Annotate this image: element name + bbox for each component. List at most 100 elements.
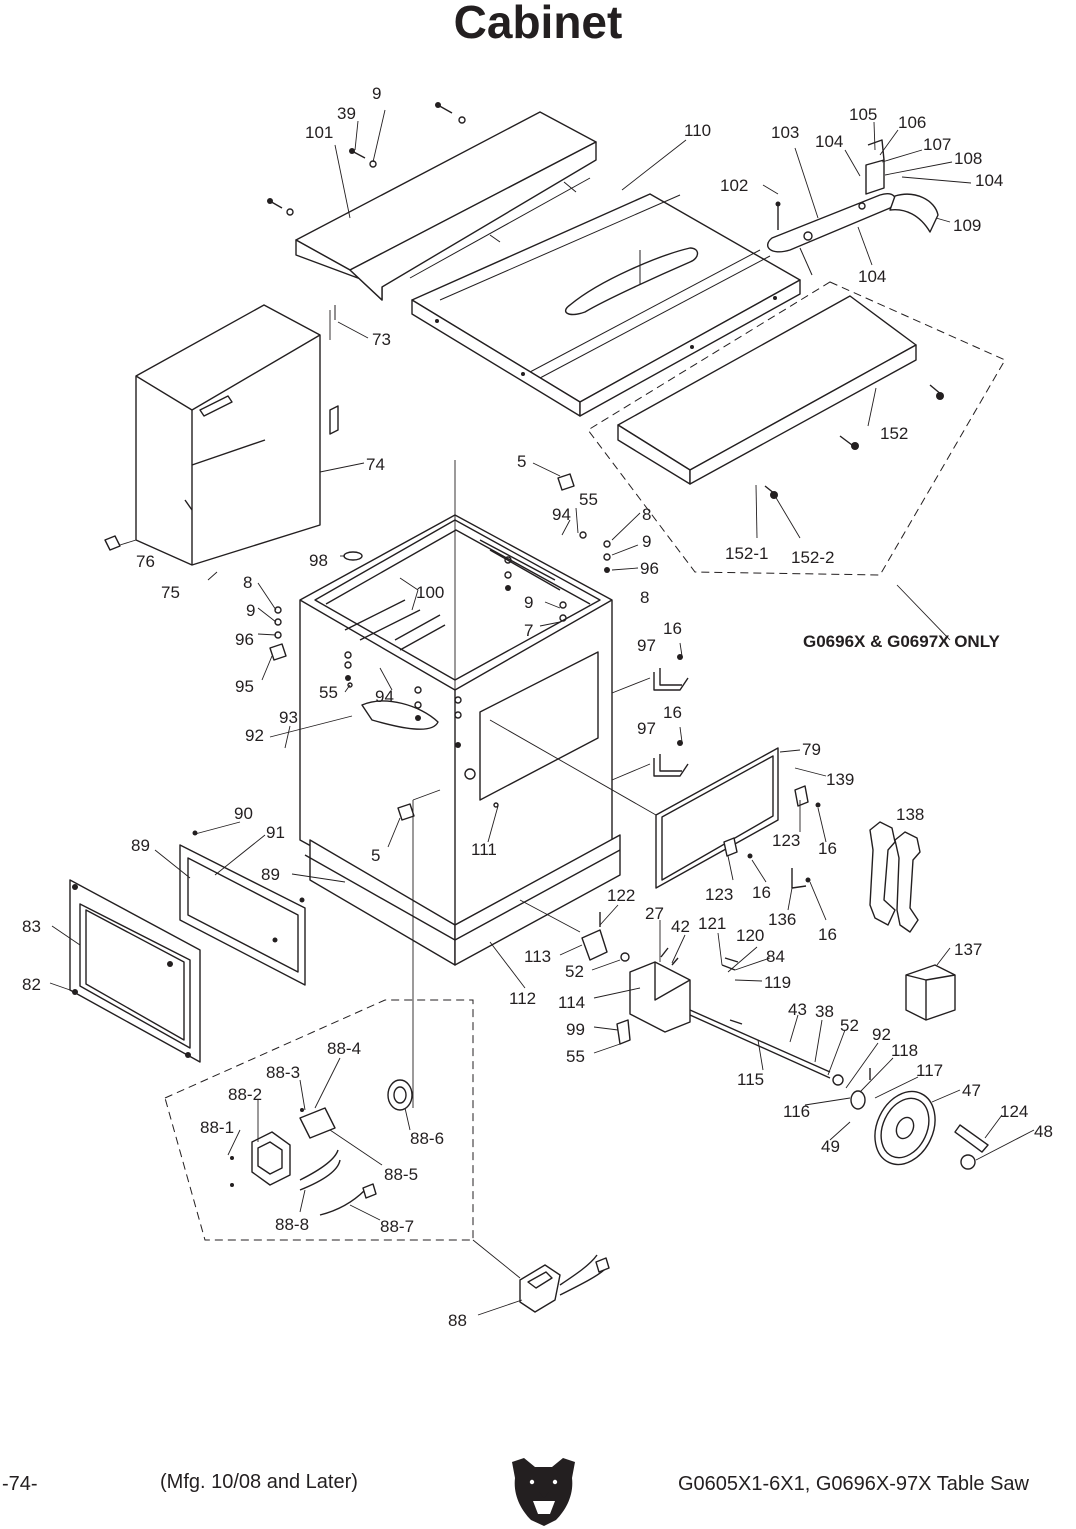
callout-76: 76 [136, 552, 155, 571]
callout-123-b: 123 [705, 885, 733, 904]
callout-105: 105 [849, 105, 877, 124]
callout-88-3: 88-3 [266, 1063, 300, 1082]
callout-97-a: 97 [637, 636, 656, 655]
extension-wing-group-outline [587, 281, 1006, 576]
callout-102: 102 [720, 176, 748, 195]
blade-guard-clip [905, 964, 956, 1021]
callout-73: 73 [372, 330, 391, 349]
callout-94-b: 94 [375, 687, 394, 706]
callout-124: 124 [1000, 1102, 1028, 1121]
callout-152-2: 152-2 [791, 548, 834, 567]
footer-mfg-date: (Mfg. 10/08 and Later) [160, 1471, 358, 1493]
callout-108: 108 [954, 149, 982, 168]
callout-5-b: 5 [371, 846, 380, 865]
callout-104-b: 104 [975, 171, 1003, 190]
callout-9: 9 [372, 84, 381, 103]
callout-94-a: 94 [552, 505, 571, 524]
callout-labels: 9 39 101 110 103 105 106 104 107 108 104… [22, 84, 1053, 1330]
callout-16-a: 16 [663, 619, 682, 638]
wing-group-leader [896, 584, 951, 641]
callout-110: 110 [684, 121, 711, 140]
callout-52-b: 52 [840, 1016, 859, 1035]
switch-group-leader [472, 1239, 521, 1279]
callout-96-a: 96 [640, 559, 659, 578]
callout-92-b: 92 [872, 1025, 891, 1044]
callout-16-d: 16 [752, 883, 771, 902]
cabinet-body [299, 514, 621, 966]
callout-42: 42 [671, 917, 690, 936]
callout-136: 136 [768, 910, 796, 929]
page-title: Cabinet [453, 0, 623, 48]
callout-97-b: 97 [637, 719, 656, 738]
callout-111: 111 [471, 840, 497, 859]
callout-117: 117 [916, 1061, 943, 1080]
hanger-brackets [611, 654, 689, 781]
main-table [411, 193, 801, 417]
callout-89-a: 89 [131, 836, 150, 855]
callout-139: 139 [826, 770, 854, 789]
callout-100: 100 [416, 583, 444, 602]
callout-138: 138 [896, 805, 924, 824]
switch-assembly-parts [230, 1079, 413, 1216]
callout-16-e: 16 [818, 925, 837, 944]
trunnion-shaft-assembly [581, 912, 866, 1110]
callout-98: 98 [309, 551, 328, 570]
callout-52-a: 52 [565, 962, 584, 981]
callout-7: 7 [524, 621, 533, 640]
callout-95: 95 [235, 677, 254, 696]
callout-115: 115 [737, 1070, 764, 1089]
callout-121: 121 [698, 914, 726, 933]
footer-model: G0605X1-6X1, G0696X-97X Table Saw [678, 1473, 1029, 1495]
bear-head-logo [512, 1458, 575, 1526]
callout-55-a: 55 [579, 490, 598, 509]
motor-cover-panel [489, 719, 821, 889]
callout-49: 49 [821, 1137, 840, 1156]
switch-assembled [519, 1254, 610, 1313]
callout-75: 75 [161, 583, 180, 602]
callout-104-a: 104 [815, 132, 843, 151]
callout-152: 152 [880, 424, 908, 443]
callout-27: 27 [645, 904, 664, 923]
callout-43: 43 [788, 1000, 807, 1019]
callout-88-6: 88-6 [410, 1129, 444, 1148]
callout-88: 88 [448, 1311, 467, 1330]
callout-88-8: 88-8 [275, 1215, 309, 1234]
left-extension-wing [295, 111, 597, 301]
callout-16-c: 16 [818, 839, 837, 858]
callout-8-a: 8 [642, 505, 651, 524]
callout-99: 99 [566, 1020, 585, 1039]
callout-122: 122 [607, 886, 635, 905]
callout-38: 38 [815, 1002, 834, 1021]
callout-116: 116 [783, 1102, 810, 1121]
callout-152-1: 152-1 [725, 544, 768, 563]
callout-83: 83 [22, 917, 41, 936]
callout-119: 119 [764, 973, 791, 992]
callout-88-2: 88-2 [228, 1085, 262, 1104]
callout-79: 79 [802, 740, 821, 759]
callout-74: 74 [366, 455, 385, 474]
callout-55-b: 55 [319, 683, 338, 702]
switch-assembly-group-outline [164, 999, 474, 1241]
callout-137: 137 [954, 940, 982, 959]
callout-89-b: 89 [261, 865, 280, 884]
right-extension-wing [617, 295, 944, 499]
callout-101: 101 [305, 123, 333, 142]
callout-88-4: 88-4 [327, 1039, 361, 1058]
leader-lines [49, 109, 1035, 1316]
callout-88-5: 88-5 [384, 1165, 418, 1184]
callout-47: 47 [962, 1081, 981, 1100]
callout-9-c: 9 [246, 601, 255, 620]
callout-88-7: 88-7 [380, 1217, 414, 1236]
callout-103: 103 [771, 123, 799, 142]
callout-109: 109 [953, 216, 981, 235]
footer-page-number: -74- [2, 1473, 38, 1495]
callout-5-a: 5 [517, 452, 526, 471]
callout-82: 82 [22, 975, 41, 994]
side-door-panel [104, 304, 339, 566]
callout-48: 48 [1034, 1122, 1053, 1141]
callout-91: 91 [266, 823, 285, 842]
callout-113: 113 [524, 947, 551, 966]
callout-16-b: 16 [663, 703, 682, 722]
wrenches [869, 821, 921, 933]
callout-92-a: 92 [245, 726, 264, 745]
